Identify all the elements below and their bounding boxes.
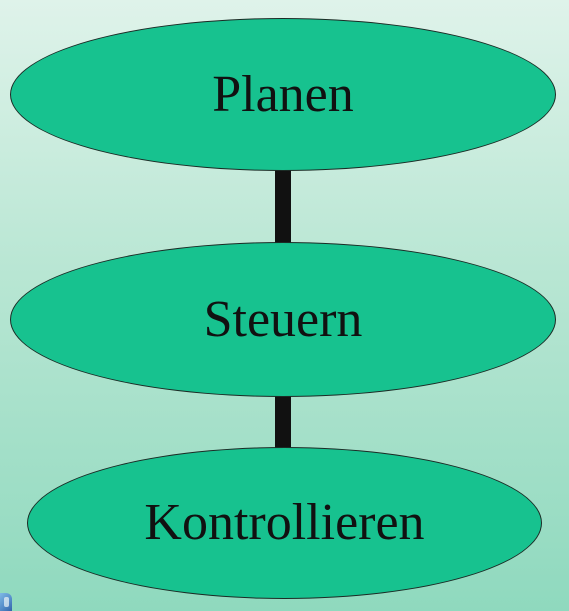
corner-decoration bbox=[0, 593, 12, 611]
node-kontrollieren-label: Kontrollieren bbox=[144, 494, 425, 551]
node-steuern: Steuern bbox=[10, 242, 556, 397]
node-planen-label: Planen bbox=[212, 65, 354, 123]
node-steuern-label: Steuern bbox=[203, 290, 363, 348]
node-planen: Planen bbox=[10, 18, 556, 171]
node-kontrollieren: Kontrollieren bbox=[27, 447, 542, 599]
connector-steuern-kontrollieren bbox=[275, 392, 291, 460]
connector-planen-steuern bbox=[275, 165, 291, 261]
